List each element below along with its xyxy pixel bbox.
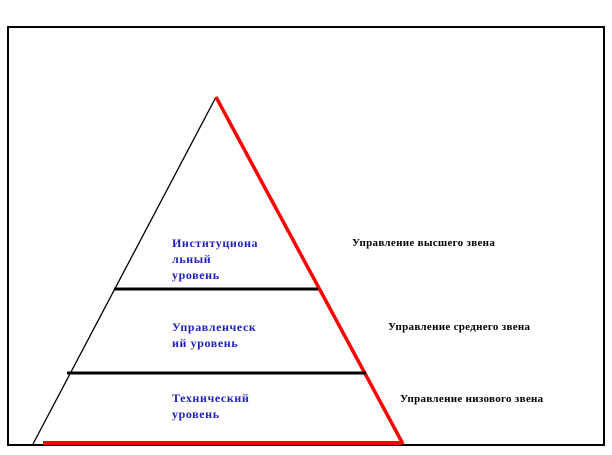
level-label-line: ий уровень	[172, 336, 239, 350]
level-label-line: Технический	[172, 391, 250, 405]
level-label-line: льный	[172, 252, 212, 266]
level-label-line: Управленческ	[172, 320, 257, 334]
level-label-technical: Технический уровень	[172, 390, 249, 422]
management-label-top: Управление высшего звена	[352, 237, 496, 249]
level-label-line: уровень	[172, 407, 220, 421]
management-label-bottom: Управление низового звена	[400, 393, 544, 405]
pyramid-left-edge	[32, 96, 217, 445]
level-label-institutional: Институциона льный уровень	[172, 235, 258, 283]
level-label-line: уровень	[172, 268, 220, 282]
level-label-line: Институциона	[172, 236, 259, 250]
level-label-managerial: Управленческ ий уровень	[172, 319, 256, 351]
management-label-middle: Управление среднего звена	[388, 321, 531, 333]
pyramid-right-edge	[214, 96, 405, 445]
